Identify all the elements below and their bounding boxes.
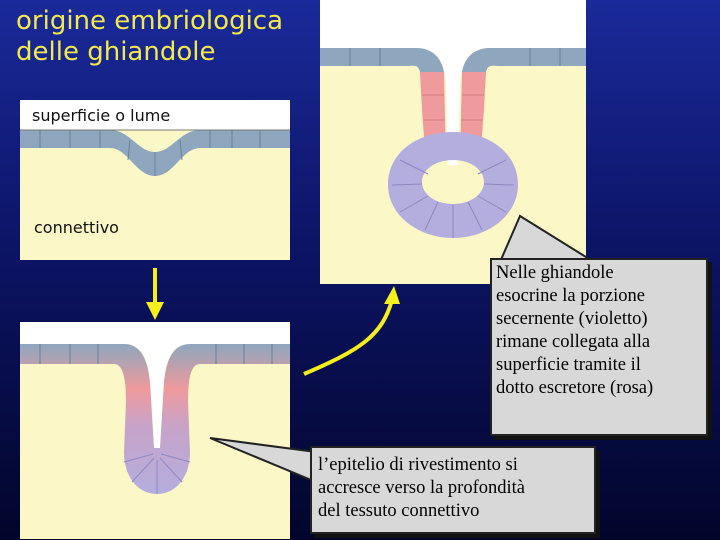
callout-secretory-line: Nelle ghiandole xyxy=(496,263,614,283)
gland-surface-epithelium xyxy=(320,48,444,72)
label-connective-tissue: connettivo xyxy=(34,218,119,237)
down-arrow xyxy=(146,268,164,320)
callout-pointer-epithelium xyxy=(209,437,317,484)
panel-invagination xyxy=(20,322,290,539)
callout-secretory-line: rimane collegata alla xyxy=(496,332,651,352)
callout-secretory-line: secernente (violetto) xyxy=(496,309,648,329)
invagination-epithelium xyxy=(20,344,290,494)
callout-secretory-line: dotto escretore (rosa) xyxy=(496,378,654,398)
curved-arrow xyxy=(303,286,400,376)
callout-secretory-portion: Nelle ghiandole esocrine la porzione sec… xyxy=(490,258,708,436)
title-line-2: delle ghiandole xyxy=(16,37,216,67)
callout-epithelium-line: l’epitelio di rivestimento si xyxy=(318,455,518,475)
callout-epithelium-line: accresce verso la profondità xyxy=(318,478,525,498)
label-surface-lumen: superficie o lume xyxy=(32,106,171,125)
callout-secretory-line: esocrine la porzione xyxy=(496,286,645,306)
title-line-1: origine embriologica xyxy=(16,6,284,36)
callout-epithelium-growth: l’epitelio di rivestimento si accresce v… xyxy=(310,446,596,534)
callout-secretory-line: superficie tramite il xyxy=(496,355,641,375)
callout-epithelium-line: del tessuto connettivo xyxy=(318,501,480,521)
panel-epithelium-initial xyxy=(20,100,290,260)
callout-pointer-secretory xyxy=(498,214,598,263)
slide-title: origine embriologica delle ghiandole xyxy=(16,6,316,68)
secretory-acinus xyxy=(388,132,518,238)
